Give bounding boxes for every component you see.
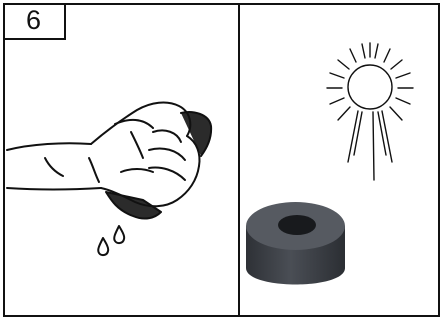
hand-squeezing-foam-icon	[3, 40, 231, 315]
sun-icon	[318, 40, 423, 190]
step-number: 6	[3, 3, 66, 40]
panel-divider	[238, 5, 240, 315]
step-number-label: 6	[26, 5, 41, 36]
foam-filter-ring-icon	[243, 188, 348, 303]
